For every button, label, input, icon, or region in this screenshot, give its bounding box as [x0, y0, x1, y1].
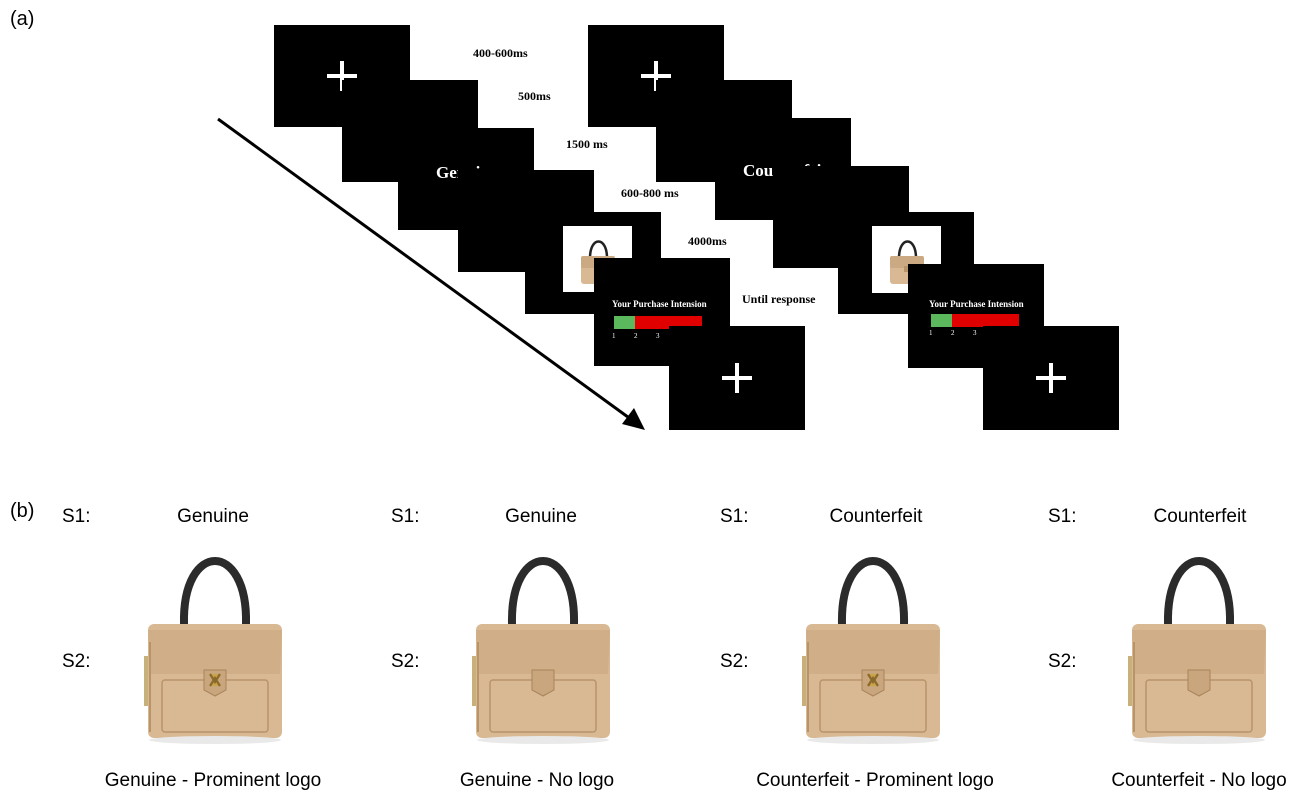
- condition-caption: Genuine - No logo: [459, 770, 615, 791]
- handbag-image-logo: [140, 546, 290, 751]
- rating-tick: 2: [951, 329, 955, 337]
- s2-label: S2:: [391, 651, 420, 672]
- s1-label: S1:: [720, 506, 749, 527]
- s1-value: Counterfeit: [1153, 506, 1247, 527]
- rating-unselected-segment: [952, 314, 1019, 327]
- handbag-image-logo: [798, 546, 948, 751]
- time-arrow: [217, 117, 645, 430]
- rating-tick: 3: [973, 329, 977, 337]
- condition-caption: Genuine - Prominent logo: [104, 770, 322, 791]
- rating-tick: 2: [634, 332, 638, 340]
- fixation-screen-end: [983, 326, 1119, 430]
- timing-label: Until response: [742, 292, 816, 306]
- s1-value: Genuine: [177, 506, 249, 527]
- handbag-image-no-logo: [468, 546, 618, 751]
- condition-caption: Counterfeit - Prominent logo: [756, 770, 994, 791]
- rating-tick: 3: [656, 332, 660, 340]
- s1-value: Genuine: [505, 506, 577, 527]
- fixation-cross-icon: [641, 61, 671, 91]
- panel-b-label: (b): [10, 500, 35, 522]
- timing-label: 400-600ms: [473, 46, 528, 60]
- timing-label: 4000ms: [688, 234, 727, 248]
- fixation-cross-icon: [722, 363, 752, 393]
- handbag-image-no-logo: [1124, 546, 1274, 751]
- s1-label: S1:: [1048, 506, 1077, 527]
- rating-unselected-segment: [635, 316, 702, 329]
- s2-label: S2:: [720, 651, 749, 672]
- timing-label: 600-800 ms: [621, 186, 679, 200]
- rating-selected-segment: [931, 314, 952, 327]
- s1-label: S1:: [391, 506, 420, 527]
- rating-scale: [931, 314, 1019, 327]
- timing-label: 500ms: [518, 89, 551, 103]
- rating-scale: [614, 316, 702, 329]
- rating-title: Your Purchase Intension: [612, 299, 707, 309]
- fixation-screen-end: [669, 326, 805, 430]
- condition-caption: Counterfeit - No logo: [1111, 770, 1287, 791]
- s2-label: S2:: [1048, 651, 1077, 672]
- panel-a-label: (a): [10, 8, 35, 30]
- s1-label: S1:: [62, 506, 91, 527]
- rating-tick: 1: [929, 329, 933, 337]
- fixation-cross-icon: [327, 61, 357, 91]
- fixation-cross-icon: [1036, 363, 1066, 393]
- rating-title: Your Purchase Intension: [929, 299, 1024, 309]
- timing-label: 1500 ms: [566, 137, 608, 151]
- s1-value: Counterfeit: [829, 506, 923, 527]
- rating-selected-segment: [614, 316, 635, 329]
- s2-label: S2:: [62, 651, 91, 672]
- rating-tick: 1: [612, 332, 616, 340]
